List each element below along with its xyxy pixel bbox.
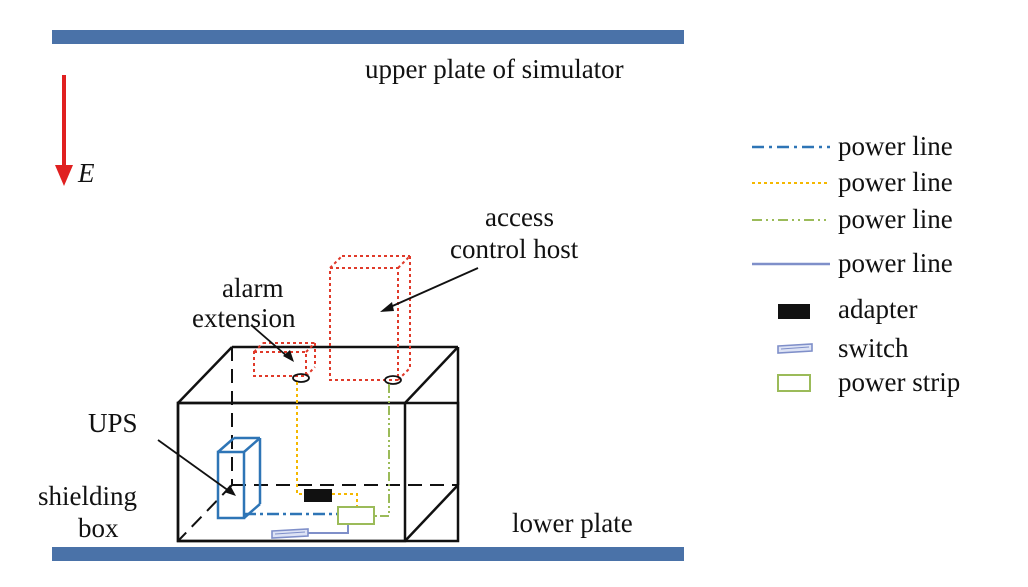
legend-label-4: power line <box>838 248 953 278</box>
access-host-label-1: access <box>485 202 554 232</box>
legend-swatch-switch <box>777 343 813 354</box>
legend-label-6: switch <box>838 333 909 363</box>
access-host-label-2: control host <box>450 234 579 264</box>
box-front-face <box>176 401 407 543</box>
access-control-host <box>329 255 411 381</box>
lower-plate-label: lower plate <box>512 508 633 538</box>
legend-label-2: power line <box>838 167 953 197</box>
adapter-block <box>304 489 332 502</box>
host-cable-hole <box>384 375 402 385</box>
legend-swatch-adapter <box>778 304 810 319</box>
power-line-yellow-2 <box>332 493 358 510</box>
field-label: E <box>77 158 95 188</box>
ups-leader <box>157 439 236 496</box>
legend-label-1: power line <box>838 131 953 161</box>
alarm-extension <box>253 342 316 377</box>
lower-plate <box>52 547 684 561</box>
shielding-label-2: box <box>78 513 119 543</box>
ups-label: UPS <box>88 408 138 438</box>
upper-plate <box>52 30 684 44</box>
alarm-cable-hole <box>292 373 310 383</box>
ups-unit <box>216 436 262 520</box>
alarm-leader <box>250 324 294 362</box>
legend-label-3: power line <box>838 204 953 234</box>
power-line-solid <box>308 524 349 534</box>
legend-label-5: adapter <box>838 294 917 324</box>
power-line-green <box>374 384 390 517</box>
alarm-label-1: alarm <box>222 273 283 303</box>
shielding-label-1: shielding <box>38 481 137 511</box>
power-strip <box>337 506 375 525</box>
host-leader <box>380 267 479 312</box>
legend-swatch-power-strip <box>777 374 811 392</box>
power-line-yellow <box>296 382 304 495</box>
shielding-box <box>176 345 460 543</box>
switch-device <box>271 528 309 539</box>
legend-label-7: power strip <box>838 367 960 397</box>
alarm-label-2: extension <box>192 303 296 333</box>
legend: power line power line power line power l… <box>752 131 960 397</box>
field-arrow <box>55 75 73 186</box>
upper-plate-label: upper plate of simulator <box>365 54 624 84</box>
